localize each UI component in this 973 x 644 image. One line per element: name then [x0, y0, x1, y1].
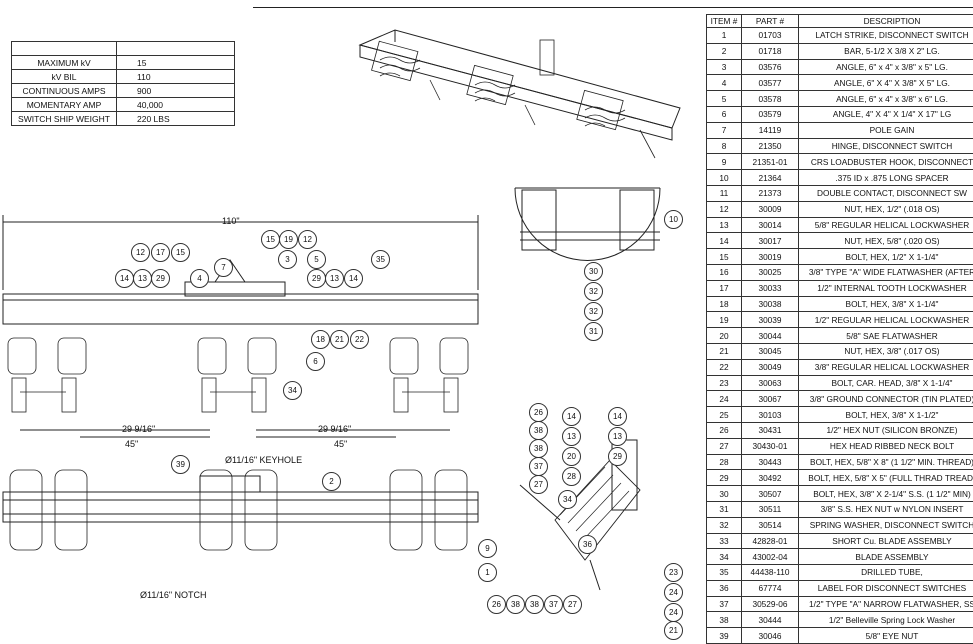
item-balloon: 20: [562, 447, 581, 466]
dim-span-right: 29 9/16": [318, 424, 351, 434]
item-balloon: 13: [562, 427, 581, 446]
item-balloon: 22: [350, 330, 369, 349]
item-balloon: 15: [171, 243, 190, 262]
dim-notch: Ø11/16" NOTCH: [140, 590, 207, 600]
item-balloon: 15: [261, 230, 280, 249]
item-balloon: 32: [584, 282, 603, 301]
item-balloon: 28: [562, 467, 581, 486]
item-balloon: 7: [214, 258, 233, 277]
item-balloon: 29: [151, 269, 170, 288]
detail-view: [515, 188, 660, 260]
item-balloon: 3: [278, 250, 297, 269]
item-balloon: 12: [131, 243, 150, 262]
item-balloon: 4: [190, 269, 209, 288]
plan-view: [3, 470, 478, 550]
item-balloon: 23: [664, 563, 683, 582]
item-balloon: 32: [584, 302, 603, 321]
dim-spacing-right: 45": [334, 439, 347, 449]
item-balloon: 37: [544, 595, 563, 614]
item-balloon: 29: [307, 269, 326, 288]
item-balloon: 24: [664, 603, 683, 622]
item-balloon: 38: [506, 595, 525, 614]
dim-spacing-left: 45": [125, 439, 138, 449]
item-balloon: 14: [115, 269, 134, 288]
dim-overall: 110": [222, 216, 240, 226]
item-balloon: 18: [311, 330, 330, 349]
item-balloon: 12: [298, 230, 317, 249]
item-balloon: 19: [279, 230, 298, 249]
item-balloon: 38: [529, 439, 548, 458]
dim-keyhole: Ø11/16" KEYHOLE: [225, 455, 302, 465]
item-balloon: 14: [608, 407, 627, 426]
item-balloon: 5: [307, 250, 326, 269]
item-balloon: 26: [487, 595, 506, 614]
item-balloon: 13: [325, 269, 344, 288]
item-balloon: 29: [608, 447, 627, 466]
item-balloon: 14: [562, 407, 581, 426]
item-balloon: 2: [322, 472, 341, 491]
item-balloon: 21: [330, 330, 349, 349]
item-balloon: 14: [344, 269, 363, 288]
item-balloon: 36: [578, 535, 597, 554]
item-balloon: 31: [584, 322, 603, 341]
isometric-view: [360, 30, 680, 158]
item-balloon: 10: [664, 210, 683, 229]
item-balloon: 13: [608, 427, 627, 446]
item-balloon: 27: [529, 475, 548, 494]
item-balloon: 6: [306, 352, 325, 371]
item-balloon: 9: [478, 539, 497, 558]
item-balloon: 38: [529, 421, 548, 440]
item-balloon: 27: [563, 595, 582, 614]
item-balloon: 39: [171, 455, 190, 474]
item-balloon: 34: [283, 381, 302, 400]
item-balloon: 17: [151, 243, 170, 262]
item-balloon: 38: [525, 595, 544, 614]
item-balloon: 35: [371, 250, 390, 269]
front-elevation: [3, 215, 478, 437]
item-balloon: 37: [529, 457, 548, 476]
item-balloon: 13: [133, 269, 152, 288]
dim-span-left: 29 9/16": [122, 424, 155, 434]
item-balloon: 30: [584, 262, 603, 281]
item-balloon: 21: [664, 621, 683, 640]
item-balloon: 34: [558, 490, 577, 509]
item-balloon: 1: [478, 563, 497, 582]
item-balloon: 24: [664, 583, 683, 602]
item-balloon: 26: [529, 403, 548, 422]
